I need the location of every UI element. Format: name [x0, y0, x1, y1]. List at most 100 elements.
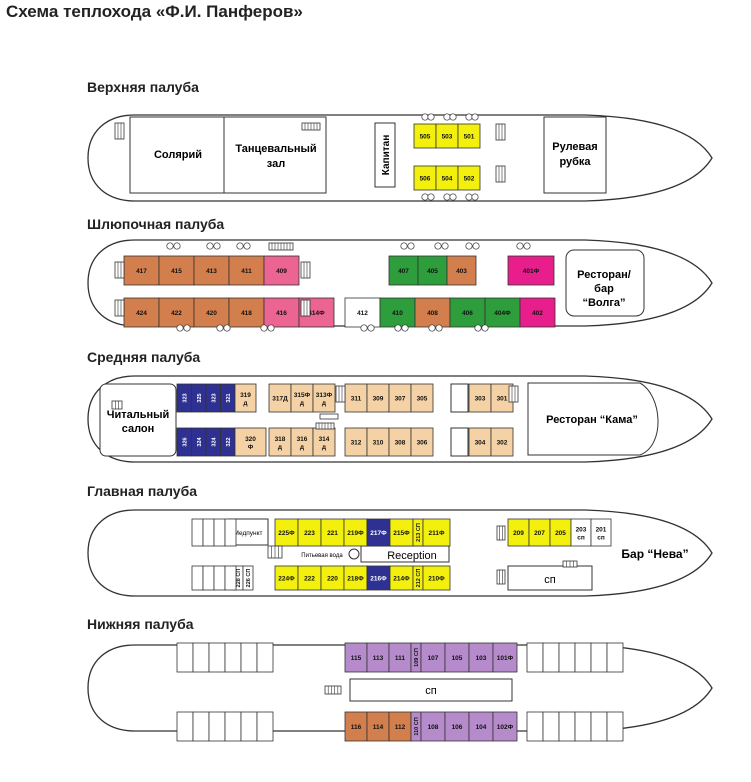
cabin-221[interactable]: 221 — [320, 518, 345, 547]
cabin-326[interactable]: 326 — [176, 427, 192, 457]
cabin-112[interactable]: 112 — [388, 711, 412, 742]
cabin-506[interactable]: 506 — [413, 165, 437, 191]
cabin-219Ф[interactable]: 219Ф — [343, 518, 368, 547]
cabin-312[interactable]: 312 — [344, 427, 368, 457]
cabin-box[interactable] — [492, 642, 518, 673]
cabin-113[interactable]: 113 — [366, 642, 390, 673]
cabin-box[interactable] — [490, 427, 514, 457]
cabin-box[interactable] — [158, 297, 195, 328]
cabin-109-СП[interactable]: 109 СП — [410, 642, 422, 673]
cabin-box[interactable] — [457, 165, 481, 191]
cabin-424[interactable]: 424 — [123, 297, 160, 328]
cabin-box[interactable] — [507, 255, 555, 286]
cabin-box[interactable] — [312, 383, 336, 413]
cabin-box[interactable] — [234, 427, 267, 457]
cabin-413[interactable]: 413 — [193, 255, 230, 286]
cabin-115[interactable]: 115 — [344, 642, 368, 673]
cabin-box[interactable] — [410, 383, 434, 413]
cabin-box[interactable] — [590, 518, 612, 547]
cabin-box[interactable] — [457, 123, 481, 149]
cabin-218Ф[interactable]: 218Ф — [343, 565, 368, 591]
cabin-110-СП[interactable]: 110 СП — [410, 711, 422, 742]
cabin-505[interactable]: 505 — [413, 123, 437, 149]
cabin-307[interactable]: 307 — [388, 383, 412, 413]
cabin-box[interactable] — [492, 711, 518, 742]
cabin-309[interactable]: 309 — [366, 383, 390, 413]
cabin-418[interactable]: 418 — [228, 297, 265, 328]
cabin-101Ф[interactable]: 101Ф — [492, 642, 518, 673]
cabin-box[interactable] — [422, 565, 451, 591]
cabin-box[interactable] — [193, 297, 230, 328]
cabin-205[interactable]: 205 — [549, 518, 572, 547]
cabin-220[interactable]: 220 — [320, 565, 345, 591]
cabin-411[interactable]: 411 — [228, 255, 265, 286]
cabin-box[interactable] — [446, 255, 477, 286]
cabin-324[interactable]: 324 — [191, 427, 207, 457]
cabin-417[interactable]: 417 — [123, 255, 160, 286]
cabin-102Ф[interactable]: 102Ф — [492, 711, 518, 742]
cabin-box[interactable] — [420, 711, 446, 742]
cabin-406[interactable]: 406 — [449, 297, 486, 328]
cabin-106[interactable]: 106 — [444, 711, 470, 742]
cabin-214Ф[interactable]: 214Ф — [389, 565, 414, 591]
cabin-210Ф[interactable]: 210Ф — [422, 565, 451, 591]
cabin-503[interactable]: 503 — [435, 123, 459, 149]
cabin-311[interactable]: 311 — [344, 383, 368, 413]
cabin-box[interactable] — [444, 642, 470, 673]
cabin-325[interactable]: 325 — [191, 383, 207, 413]
cabin-105[interactable]: 105 — [444, 642, 470, 673]
cabin-404Ф[interactable]: 404Ф — [484, 297, 521, 328]
cabin-box[interactable] — [449, 297, 486, 328]
cabin-box[interactable] — [422, 518, 451, 547]
cabin-405[interactable]: 405 — [417, 255, 448, 286]
cabin-104[interactable]: 104 — [468, 711, 494, 742]
cabin-box[interactable] — [234, 383, 257, 413]
cabin-111[interactable]: 111 — [388, 642, 412, 673]
cabin-box[interactable] — [263, 255, 300, 286]
cabin-323[interactable]: 323 — [176, 383, 192, 413]
cabin-322[interactable]: 322 — [220, 427, 236, 457]
cabin-box[interactable] — [193, 255, 230, 286]
cabin-317Д[interactable]: 317Д — [268, 383, 292, 413]
cabin-box[interactable] — [420, 642, 446, 673]
cabin-401Ф[interactable]: 401Ф — [507, 255, 555, 286]
cabin-box[interactable] — [242, 565, 254, 591]
cabin-box[interactable] — [444, 711, 470, 742]
cabin-408[interactable]: 408 — [414, 297, 451, 328]
cabin-323б[interactable]: 323 — [205, 383, 221, 413]
cabin-209[interactable]: 209 — [507, 518, 530, 547]
cabin-108[interactable]: 108 — [420, 711, 446, 742]
cabin-217Ф[interactable]: 217Ф — [366, 518, 391, 547]
cabin-225Ф[interactable]: 225Ф — [274, 518, 299, 547]
cabin-box[interactable] — [158, 255, 195, 286]
cabin-420[interactable]: 420 — [193, 297, 230, 328]
cabin-305[interactable]: 305 — [410, 383, 434, 413]
cabin-213-СП[interactable]: 213 СП — [412, 518, 424, 547]
cabin-324б[interactable]: 324 — [205, 427, 221, 457]
cabin-107[interactable]: 107 — [420, 642, 446, 673]
cabin-412[interactable]: 412 — [344, 297, 381, 328]
cabin-304[interactable]: 304 — [468, 427, 492, 457]
cabin-415[interactable]: 415 — [158, 255, 195, 286]
cabin-321[interactable]: 321 — [220, 383, 236, 413]
cabin-211Ф[interactable]: 211Ф — [422, 518, 451, 547]
cabin-224Ф[interactable]: 224Ф — [274, 565, 299, 591]
cabin-403[interactable]: 403 — [446, 255, 477, 286]
cabin-409[interactable]: 409 — [263, 255, 300, 286]
cabin-box[interactable] — [519, 297, 556, 328]
cabin-501[interactable]: 501 — [457, 123, 481, 149]
cabin-222[interactable]: 222 — [297, 565, 322, 591]
cabin-207[interactable]: 207 — [528, 518, 551, 547]
cabin-310[interactable]: 310 — [366, 427, 390, 457]
cabin-306[interactable]: 306 — [410, 427, 434, 457]
cabin-226-СП[interactable]: 226 СП — [242, 565, 254, 591]
cabin-410[interactable]: 410 — [379, 297, 416, 328]
